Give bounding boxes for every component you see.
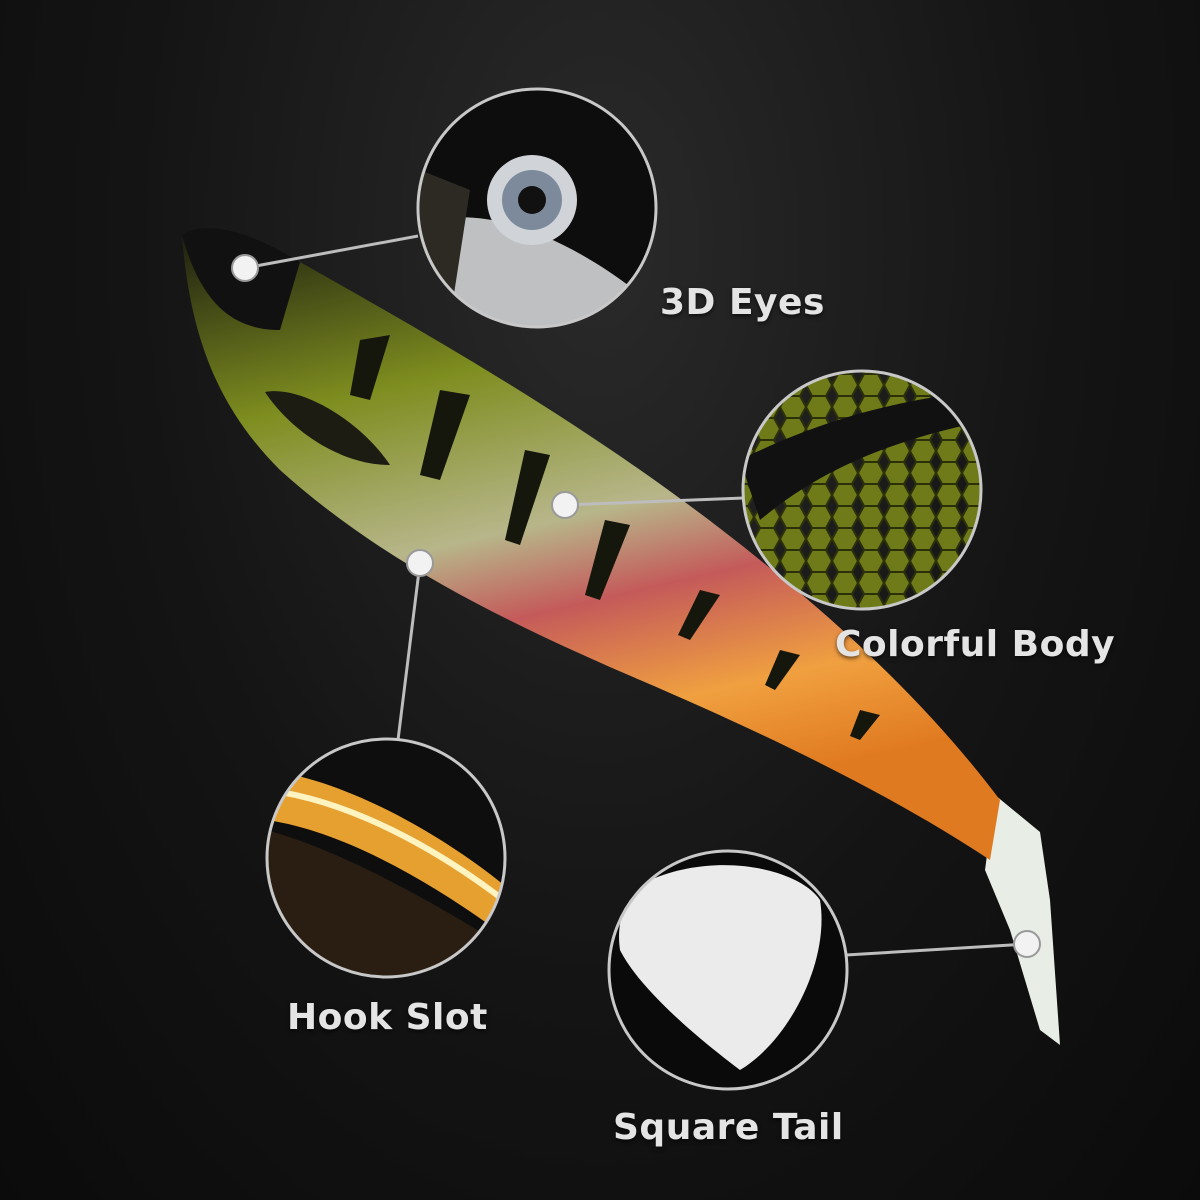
eyes-connector-line bbox=[244, 234, 419, 270]
eyes-detail-circle bbox=[419, 90, 655, 326]
tail-marker-dot bbox=[1013, 930, 1041, 958]
tail-detail-circle bbox=[610, 852, 846, 1088]
fish-body bbox=[182, 227, 1060, 1045]
eyes-marker-dot bbox=[231, 254, 259, 282]
body-connector-line bbox=[564, 496, 745, 507]
hook-marker-dot bbox=[406, 549, 434, 577]
tail-label: Square Tail bbox=[613, 1107, 844, 1148]
eyes-label: 3D Eyes bbox=[660, 282, 825, 323]
hook-connector-line bbox=[396, 562, 422, 741]
tail-connector-line bbox=[845, 942, 1028, 957]
body-detail-circle bbox=[744, 372, 980, 608]
body-marker-dot bbox=[551, 491, 579, 519]
body-label: Colorful Body bbox=[835, 624, 1116, 665]
hook-label: Hook Slot bbox=[287, 997, 488, 1038]
hook-detail-circle bbox=[268, 740, 504, 976]
